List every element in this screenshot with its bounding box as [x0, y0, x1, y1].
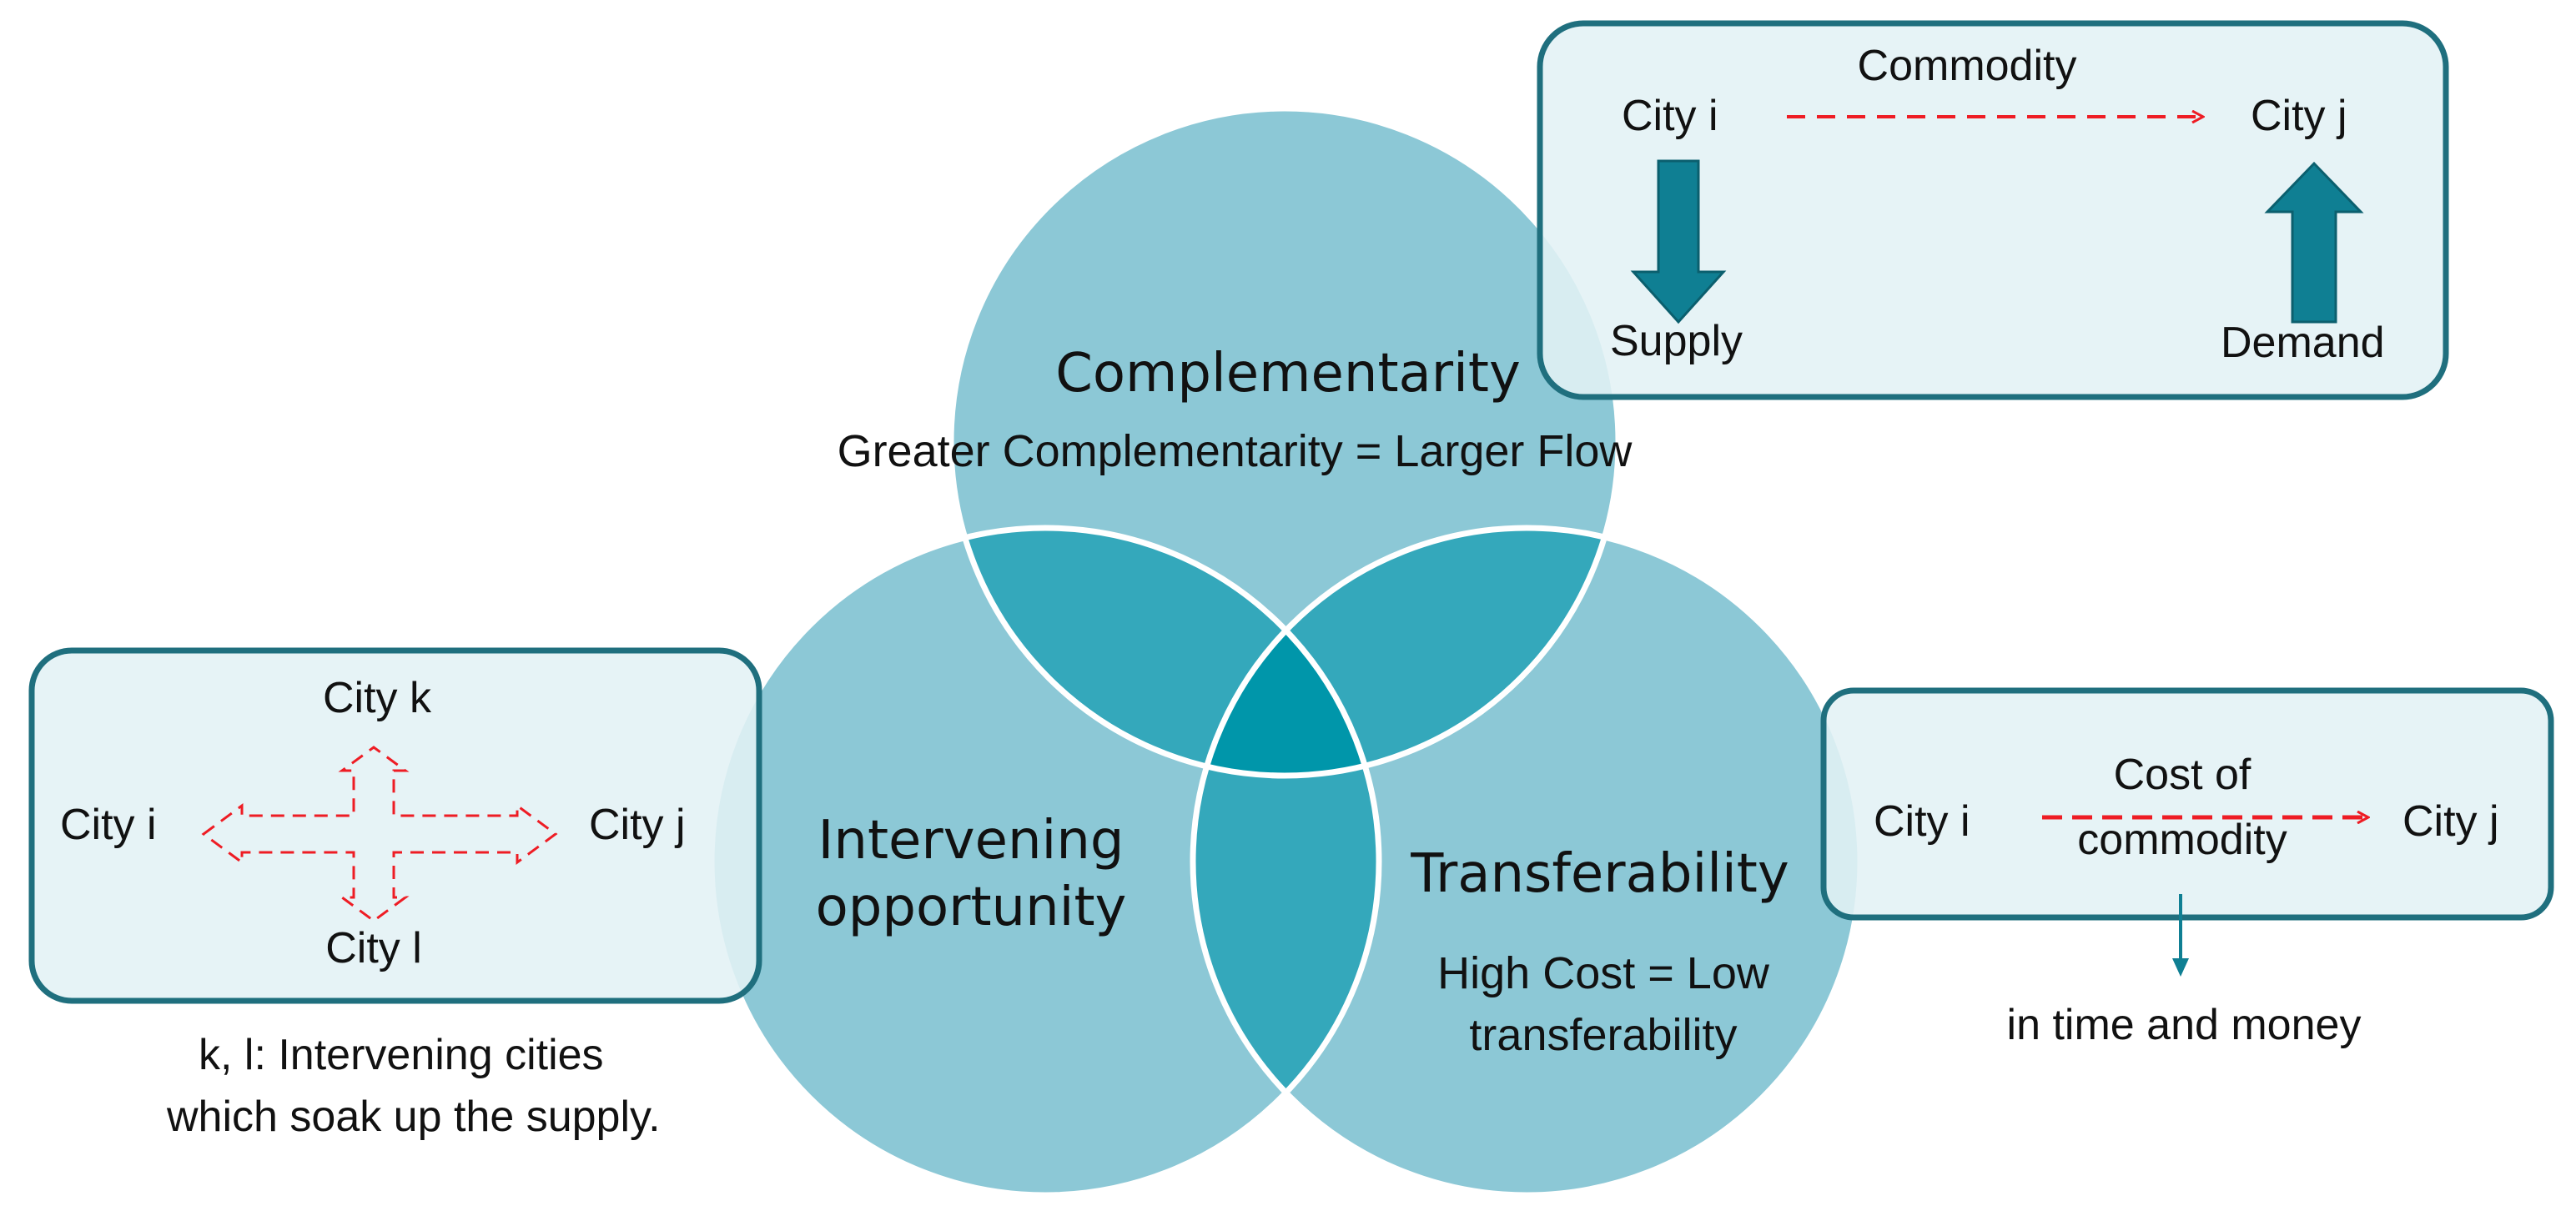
city-l-label: City l [325, 924, 422, 972]
city-j-right-label: City j [589, 801, 686, 849]
demand-arrow-icon [2264, 161, 2364, 324]
demand-label: Demand [2221, 319, 2385, 367]
intervening-note-line2: which soak up the supply. [167, 1093, 661, 1141]
complementarity-box [1537, 20, 2449, 400]
transferability-box [1820, 687, 2554, 921]
complementarity-title: Complementarity [1055, 343, 1521, 404]
cross-arrow-icon [201, 746, 558, 922]
city-i-cost-label: City i [1874, 797, 1970, 846]
cost-note: in time and money [2006, 1001, 2362, 1049]
city-j-cost-label: City j [2402, 797, 2499, 846]
city-i-left-label: City i [60, 801, 157, 849]
city-k-label: City k [323, 674, 431, 722]
commodity-label: Commodity [1857, 42, 2077, 90]
intervening-title-line2: opportunity [815, 877, 1127, 938]
overlap-top-right [1193, 528, 1618, 776]
transferability-title: Transferability [1411, 843, 1789, 905]
transferability-caption-line1: High Cost = Low [1437, 948, 1769, 998]
supply-label: Supply [1610, 317, 1743, 365]
cost-of-label: Cost of [2113, 751, 2251, 799]
overlap-top-left [951, 528, 1379, 776]
transferability-caption-line2: transferability [1469, 1010, 1738, 1060]
complementarity-caption: Greater Complementarity = Larger Flow [837, 426, 1633, 476]
city-i-label: City i [1622, 92, 1718, 140]
supply-arrow-icon [1630, 159, 1727, 324]
intervening-title-line1: Intervening [818, 810, 1124, 872]
intervening-box [28, 647, 762, 1004]
intervening-note-line1: k, l: Intervening cities [199, 1031, 604, 1079]
city-j-label: City j [2251, 92, 2347, 140]
commodity-cost-label: commodity [2077, 816, 2287, 864]
